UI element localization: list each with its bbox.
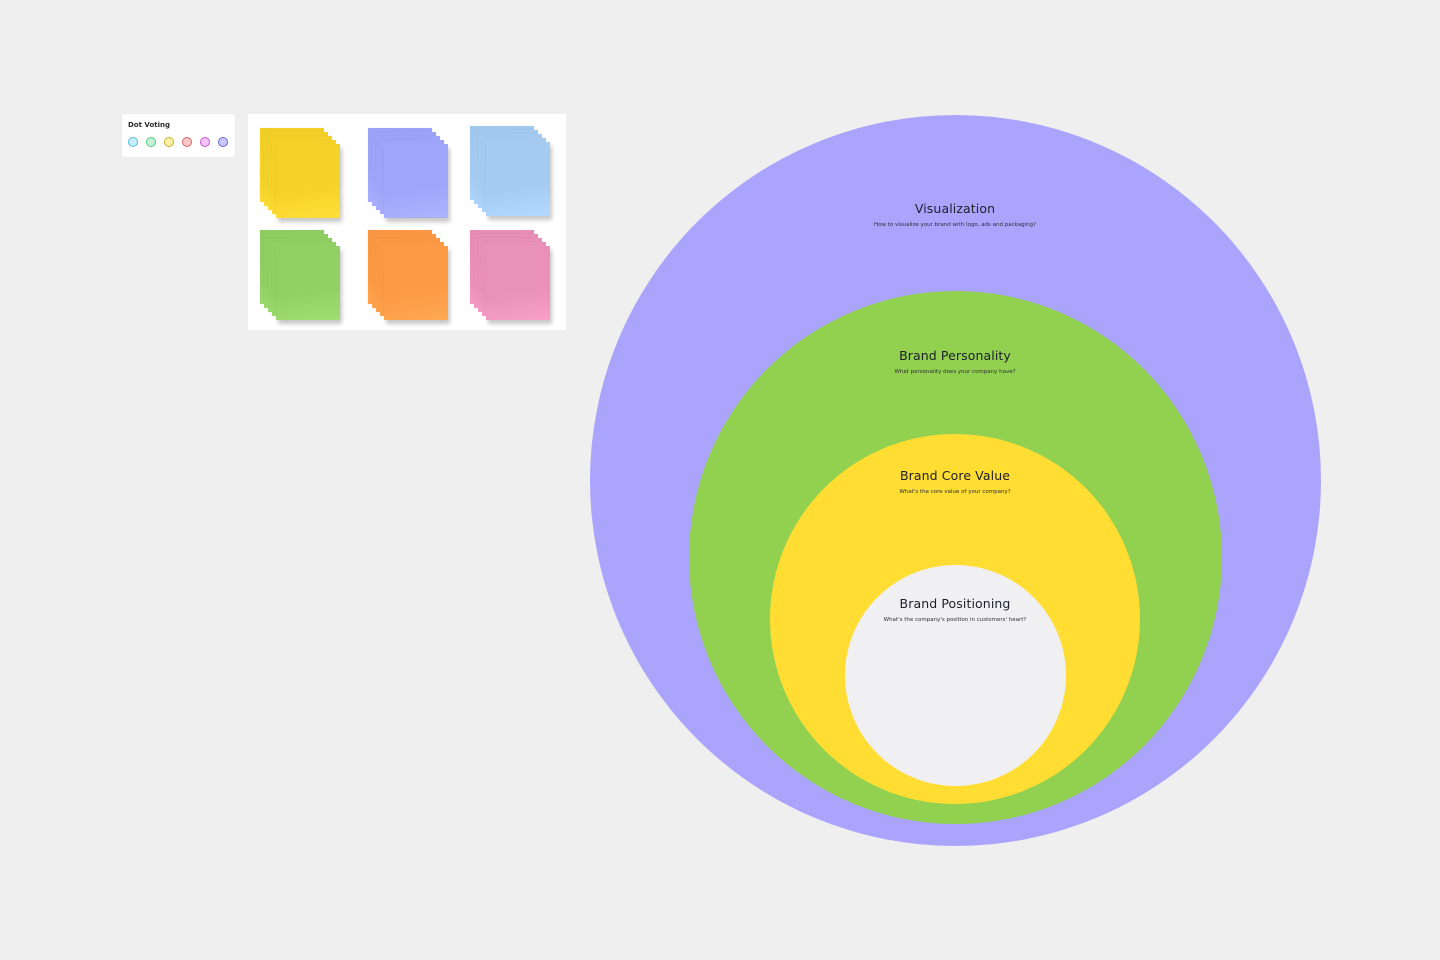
sticky-note xyxy=(384,246,448,320)
circle-brand-positioning[interactable]: Brand Positioning What's the company's p… xyxy=(844,564,1066,786)
sticky-note xyxy=(276,246,340,320)
sticky-note xyxy=(486,142,550,216)
vote-dot-yellow[interactable] xyxy=(164,137,174,147)
circle-title: Visualization xyxy=(914,200,996,216)
sticky-stack-yellow[interactable] xyxy=(260,128,348,224)
sticky-stack-indigo[interactable] xyxy=(368,128,456,224)
vote-dot-magenta[interactable] xyxy=(200,137,210,147)
vote-dot-indigo[interactable] xyxy=(218,137,228,147)
circle-title: Brand Positioning xyxy=(899,595,1011,611)
circle-title: Brand Core Value xyxy=(899,468,1011,483)
circle-subtitle: What personality does your company have? xyxy=(894,368,1016,375)
sticky-notes-panel xyxy=(248,114,566,330)
sticky-stack-orange[interactable] xyxy=(368,230,456,326)
dot-voting-dots xyxy=(128,137,228,147)
vote-dot-blue[interactable] xyxy=(128,137,138,147)
sticky-note xyxy=(276,144,340,218)
sticky-stack-blue[interactable] xyxy=(470,126,558,222)
vote-dot-green[interactable] xyxy=(146,137,156,147)
dot-voting-card[interactable]: Dot Voting xyxy=(122,114,235,157)
circle-subtitle: What's the core value of your company? xyxy=(899,489,1011,495)
circle-title: Brand Personality xyxy=(899,347,1011,363)
sticky-stack-pink[interactable] xyxy=(470,230,558,326)
sticky-note xyxy=(384,144,448,218)
vote-dot-red[interactable] xyxy=(182,137,192,147)
sticky-stack-green[interactable] xyxy=(260,230,348,326)
sticky-note xyxy=(486,246,550,320)
circle-subtitle: How to visualize your brand with logo, a… xyxy=(873,221,1037,228)
dot-voting-title: Dot Voting xyxy=(128,121,170,129)
circle-subtitle: What's the company's position in custome… xyxy=(883,616,1027,623)
